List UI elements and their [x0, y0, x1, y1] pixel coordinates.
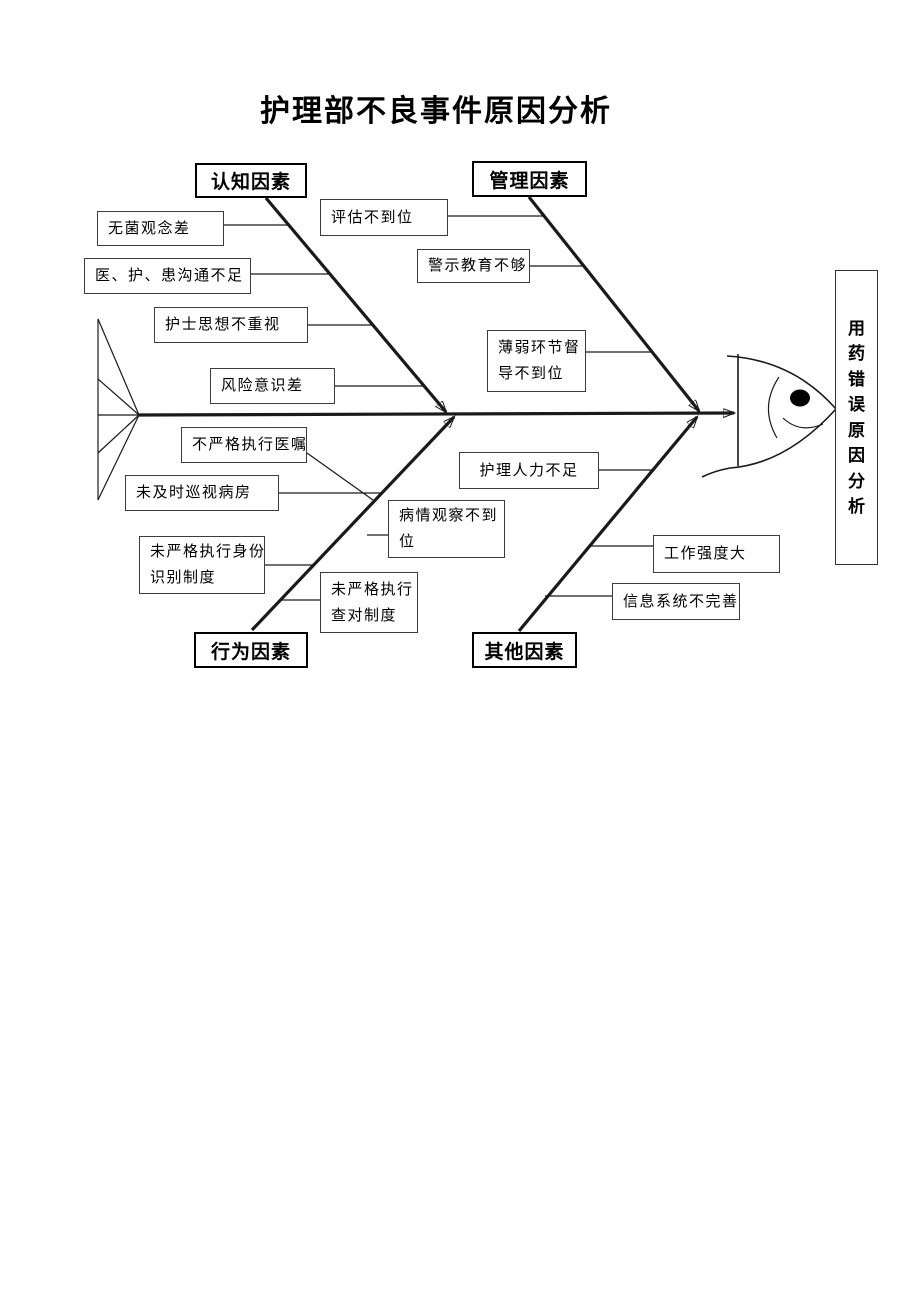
cause-text: 不严格执行医嘱	[192, 437, 308, 453]
category-label: 认知因素	[210, 172, 291, 193]
cause-text-line1: 薄弱环节督	[498, 340, 581, 356]
cause-box-work-intensity: 工作强度大	[653, 535, 780, 573]
category-box-behavior: 行为因素	[194, 632, 308, 668]
cause-box-identity-verification: 未严格执行身份 识别制度	[139, 536, 265, 594]
cause-box-nurse-attention: 护士思想不重视	[154, 307, 308, 343]
cause-connector-lines	[224, 215, 653, 601]
cause-box-risk-awareness: 风险意识差	[210, 368, 335, 404]
category-label: 其他因素	[484, 641, 565, 663]
fish-eye	[790, 389, 810, 407]
diagram-title: 护理部不良事件原因分析	[260, 95, 612, 128]
cause-box-nursing-manpower: 护理人力不足	[459, 452, 599, 489]
cause-box-condition-observation: 病情观察不到 位	[388, 500, 505, 558]
cause-text: 未及时巡视病房	[136, 485, 252, 501]
effect-label-text: 用药错误原因分析	[848, 318, 865, 517]
cause-box-communication: 医、护、患沟通不足	[84, 258, 251, 294]
cause-box-ward-rounds: 未及时巡视病房	[125, 475, 279, 511]
cause-box-doctor-orders: 不严格执行医嘱	[181, 427, 307, 463]
branch-cognitive	[264, 196, 446, 412]
cause-text-line1: 未严格执行身份	[150, 544, 266, 560]
effect-label-box: 用药错误原因分析	[835, 270, 878, 565]
cause-text: 评估不到位	[331, 209, 414, 226]
cause-box-warning-education: 警示教育不够	[417, 249, 530, 283]
cause-box-weak-link-supervision: 薄弱环节督 导不到位	[487, 330, 586, 392]
cause-text: 风险意识差	[221, 378, 304, 394]
cause-text: 护士思想不重视	[165, 317, 281, 333]
cause-box-aseptic-concept: 无菌观念差	[97, 211, 224, 246]
cause-text: 护理人力不足	[479, 462, 579, 479]
cause-box-double-check: 未严格执行 查对制度	[320, 572, 418, 633]
mouth-curve	[782, 417, 824, 429]
cause-text-line2: 导不到位	[498, 366, 565, 382]
cause-text-line2: 位	[399, 534, 416, 550]
branch-behavior	[250, 417, 454, 632]
cause-text: 警示教育不够	[428, 258, 528, 274]
branch-other	[517, 417, 697, 633]
cause-text-line2: 查对制度	[331, 607, 398, 624]
category-label: 管理因素	[489, 170, 570, 192]
category-box-cognitive: 认知因素	[195, 163, 307, 198]
cause-box-information-system: 信息系统不完善	[612, 583, 740, 620]
cause-text: 工作强度大	[664, 546, 747, 562]
category-label: 行为因素	[210, 641, 291, 663]
cause-text: 医、护、患沟通不足	[95, 268, 244, 284]
gill-curve	[767, 376, 780, 439]
cause-text-line2: 识别制度	[150, 570, 217, 586]
cause-text-line1: 病情观察不到	[399, 508, 499, 524]
category-box-other: 其他因素	[472, 632, 577, 668]
cause-text-line1: 未严格执行	[331, 581, 414, 598]
cause-text: 信息系统不完善	[623, 593, 739, 610]
cause-text: 无菌观念差	[108, 220, 191, 237]
fish-spine	[138, 413, 734, 415]
branch-management	[527, 196, 699, 411]
fish-tail	[97, 318, 140, 501]
fish-head	[701, 354, 837, 478]
category-box-management: 管理因素	[472, 161, 587, 197]
cause-box-assessment: 评估不到位	[320, 199, 448, 236]
